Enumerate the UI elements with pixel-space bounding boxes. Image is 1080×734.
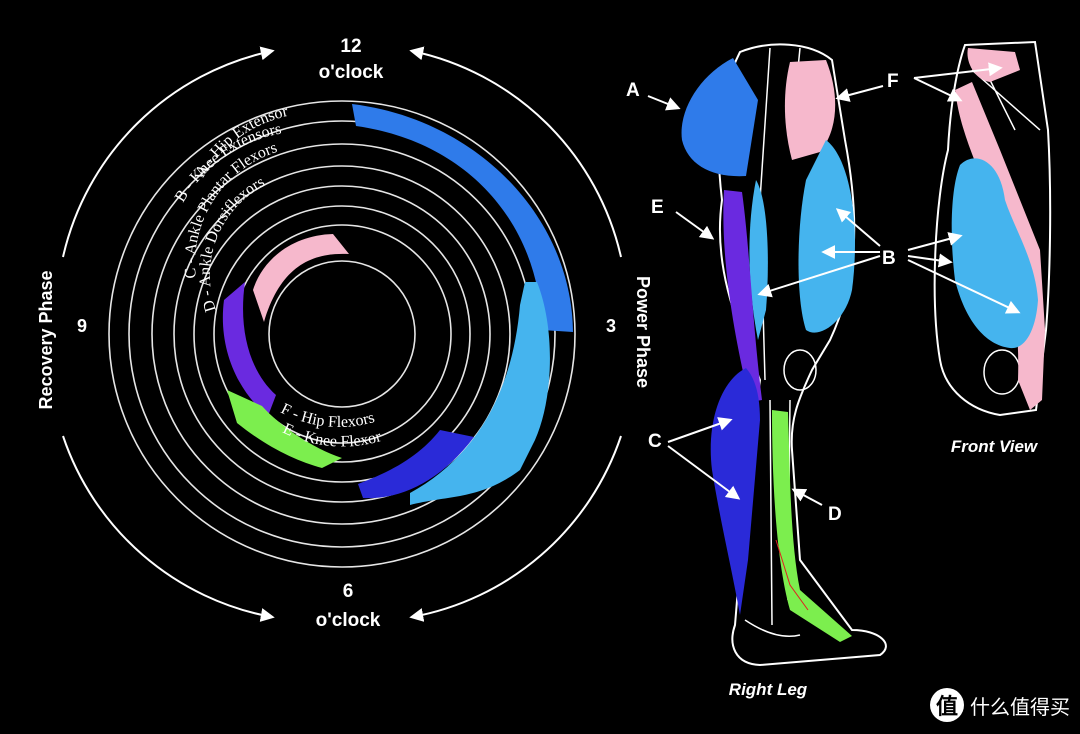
clock-bottom-label: o'clock (316, 610, 381, 631)
leg-outline (717, 43, 887, 667)
hip-flexors-arc (253, 234, 349, 322)
knee-flexor-arc (222, 282, 276, 416)
marker-a: A (626, 80, 640, 101)
marker-e: E (651, 197, 664, 218)
ankle-dorsiflexors-arc (227, 390, 342, 468)
front-muscle-b (951, 158, 1038, 349)
muscle-c (710, 368, 760, 615)
power-phase-label: Power Phase (633, 276, 653, 388)
muscle-a (681, 58, 758, 177)
marker-b: B (882, 248, 896, 269)
marker-d: D (828, 504, 842, 525)
label-knee-extensors: B - Knee Extensors (172, 121, 283, 206)
pointer-arrows (647, 62, 1021, 506)
watermark-logo: 值 (930, 688, 964, 722)
front-view-caption: Front View (951, 437, 1039, 456)
front-leg-outline (933, 40, 1052, 417)
ankle-plantar-flexors-arc (358, 430, 474, 499)
clock-left-number: 9 (77, 316, 87, 336)
knee-extensors-arc (410, 282, 550, 505)
clock-top-number: 12 (340, 36, 361, 57)
hip-extensor-arc (352, 104, 573, 332)
muscle-e (723, 190, 762, 402)
watermark: 值 什么值得买 (930, 688, 1070, 722)
muscle-d (772, 410, 852, 642)
right-leg-caption: Right Leg (729, 680, 808, 699)
concentric-rings (108, 100, 576, 568)
outer-cycle-arrows (62, 46, 622, 622)
marker-c: C (648, 431, 662, 452)
clock-right-number: 3 (606, 316, 616, 336)
side-view-leg (681, 43, 887, 667)
clock-bottom-number: 6 (343, 581, 354, 602)
front-view-leg (933, 40, 1052, 417)
marker-f: F (887, 71, 899, 92)
watermark-text: 什么值得买 (970, 694, 1070, 719)
muscle-activity-arcs (222, 104, 573, 505)
clock-top-label: o'clock (319, 62, 384, 83)
muscle-f (784, 60, 836, 160)
muscle-b-rear (749, 180, 768, 340)
recovery-phase-label: Recovery Phase (36, 270, 56, 409)
muscle-b-front (798, 140, 855, 333)
